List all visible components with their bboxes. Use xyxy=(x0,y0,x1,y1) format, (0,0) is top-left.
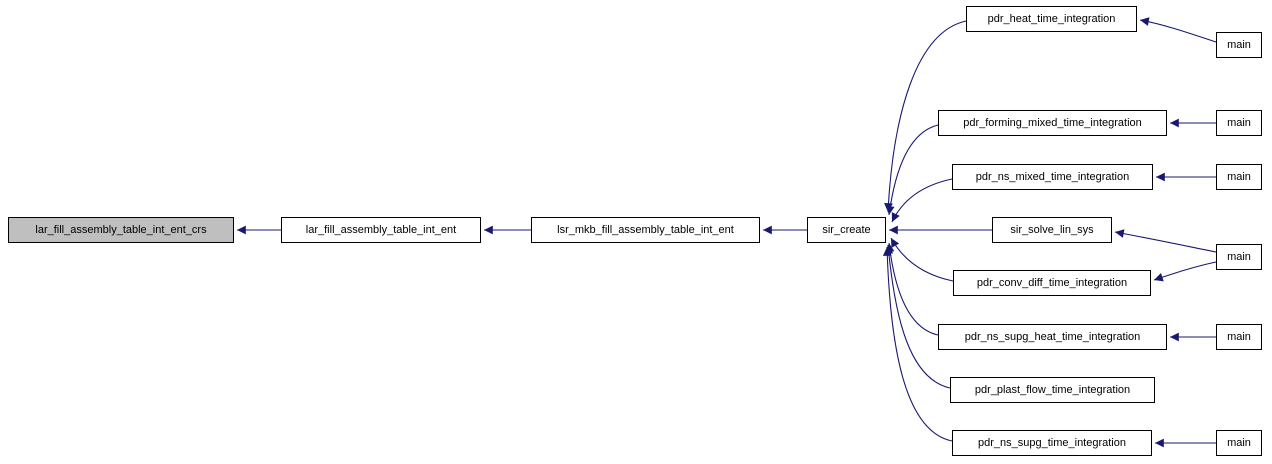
edge-main-to-pdr_heat xyxy=(1139,17,1217,43)
edge-pdr_forming-to-sir_create xyxy=(885,124,939,216)
node-main-supg-heat[interactable]: main xyxy=(1216,324,1262,350)
node-lar_fill_assembly_table_int_ent[interactable]: lar_fill_assembly_table_int_ent xyxy=(281,217,481,243)
edge-pdr_conv_diff-to-sir_create xyxy=(890,237,954,282)
node-sir_solve_lin_sys[interactable]: sir_solve_lin_sys xyxy=(992,217,1112,243)
node-pdr_heat_time_integration[interactable]: pdr_heat_time_integration xyxy=(966,6,1137,32)
edge-pdr_ns_supg_time-to-sir_create xyxy=(882,246,953,442)
node-pdr_plast_flow_time_integration[interactable]: pdr_plast_flow_time_integration xyxy=(950,377,1155,403)
edge-main-to-sir_solve xyxy=(1114,229,1217,253)
node-pdr_forming_mixed_time_integration[interactable]: pdr_forming_mixed_time_integration xyxy=(938,110,1167,136)
edge-pdr_ns_mixed-to-sir_create xyxy=(891,178,953,223)
node-main-ns-mixed[interactable]: main xyxy=(1216,164,1262,190)
node-main-heat[interactable]: main xyxy=(1216,32,1262,58)
edge-pdr_heat-to-sir_create xyxy=(884,20,967,213)
node-pdr_ns_mixed_time_integration[interactable]: pdr_ns_mixed_time_integration xyxy=(952,164,1153,190)
node-main-supg-time[interactable]: main xyxy=(1216,430,1262,456)
edge-pdr_plast_flow-to-sir_create xyxy=(884,244,951,389)
node-lar_fill_assembly_table_int_ent_crs: lar_fill_assembly_table_int_ent_crs xyxy=(8,217,234,243)
edge-main-to-pdr_conv_diff xyxy=(1153,261,1217,282)
node-lsr_mkb_fill_assembly_table_int_ent[interactable]: lsr_mkb_fill_assembly_table_int_ent xyxy=(531,217,760,243)
node-pdr_conv_diff_time_integration[interactable]: pdr_conv_diff_time_integration xyxy=(953,270,1151,296)
node-main-forming[interactable]: main xyxy=(1216,110,1262,136)
node-sir_create[interactable]: sir_create xyxy=(807,217,886,243)
node-pdr_ns_supg_time_integration[interactable]: pdr_ns_supg_time_integration xyxy=(952,430,1152,456)
node-pdr_ns_supg_heat_time_integration[interactable]: pdr_ns_supg_heat_time_integration xyxy=(938,324,1167,350)
edge-pdr_ns_supg_heat-to-sir_create xyxy=(885,242,939,336)
node-main-solve-conv[interactable]: main xyxy=(1216,244,1262,270)
